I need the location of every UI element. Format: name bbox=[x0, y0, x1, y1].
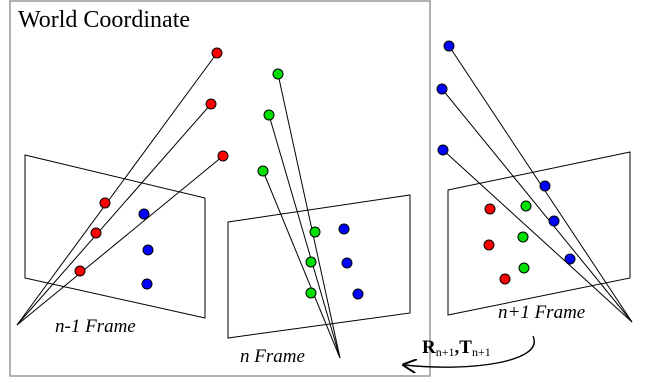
world-coordinate-box bbox=[9, 0, 431, 377]
ray-n-plus-1-3 bbox=[442, 149, 633, 323]
ray-n-1 bbox=[277, 73, 341, 359]
projection-red bbox=[99, 197, 111, 209]
projection-blue bbox=[352, 288, 364, 300]
projection-red bbox=[484, 203, 496, 215]
ray-n-minus-1-3 bbox=[16, 155, 224, 326]
projection-blue bbox=[142, 244, 154, 256]
frame-plane-n-plus-1 bbox=[447, 151, 631, 316]
world-point-blue bbox=[437, 144, 449, 156]
projection-blue bbox=[539, 180, 551, 192]
projection-blue bbox=[548, 215, 560, 227]
translation-symbol: T bbox=[459, 337, 472, 358]
transform-label: Rn+1,Tn+1 bbox=[422, 337, 491, 359]
projection-green bbox=[520, 200, 532, 212]
world-point-blue bbox=[436, 83, 448, 95]
world-points bbox=[205, 40, 455, 177]
transform-separator: , bbox=[455, 337, 460, 358]
world-point-green bbox=[263, 109, 275, 121]
ray-n-minus-1-2 bbox=[16, 103, 212, 326]
frame-plane-n-minus-1 bbox=[24, 154, 206, 319]
projection-green bbox=[305, 287, 317, 299]
projection-green bbox=[517, 231, 529, 243]
rotation-symbol: R bbox=[422, 337, 436, 358]
ray-n-minus-1-1 bbox=[16, 52, 218, 326]
world-point-green bbox=[257, 165, 269, 177]
ray-n-3 bbox=[262, 170, 341, 359]
projections-n bbox=[305, 223, 364, 300]
projections-n-minus-1 bbox=[74, 197, 154, 290]
frame-label-n-minus-1: n-1 Frame bbox=[55, 316, 136, 337]
projection-red bbox=[90, 227, 102, 239]
world-point-red bbox=[205, 98, 217, 110]
projection-blue bbox=[564, 253, 576, 265]
projection-red bbox=[499, 273, 511, 285]
transform-arrow bbox=[405, 335, 535, 367]
frame-label-n-plus-1: n+1 Frame bbox=[498, 302, 585, 323]
projection-green bbox=[305, 256, 317, 268]
world-point-red bbox=[211, 47, 223, 59]
translation-subscript: n+1 bbox=[472, 345, 491, 359]
world-coordinate-title: World Coordinate bbox=[18, 7, 190, 33]
projection-green bbox=[309, 226, 321, 238]
projections-n-plus-1 bbox=[483, 180, 576, 285]
world-point-red bbox=[217, 150, 229, 162]
projection-blue bbox=[338, 223, 350, 235]
ray-n-plus-1-2 bbox=[441, 88, 633, 323]
projection-red bbox=[483, 239, 495, 251]
projection-blue bbox=[141, 278, 153, 290]
ray-n-2 bbox=[268, 114, 341, 359]
world-point-blue bbox=[443, 40, 455, 52]
projection-rays bbox=[16, 45, 633, 359]
projection-red bbox=[74, 265, 86, 277]
projection-blue bbox=[341, 257, 353, 269]
frame-label-n: n Frame bbox=[240, 346, 305, 367]
world-point-green bbox=[272, 68, 284, 80]
projection-blue bbox=[138, 208, 150, 220]
frame-plane-n bbox=[227, 194, 411, 339]
projection-green bbox=[518, 262, 530, 274]
rotation-subscript: n+1 bbox=[436, 345, 455, 359]
